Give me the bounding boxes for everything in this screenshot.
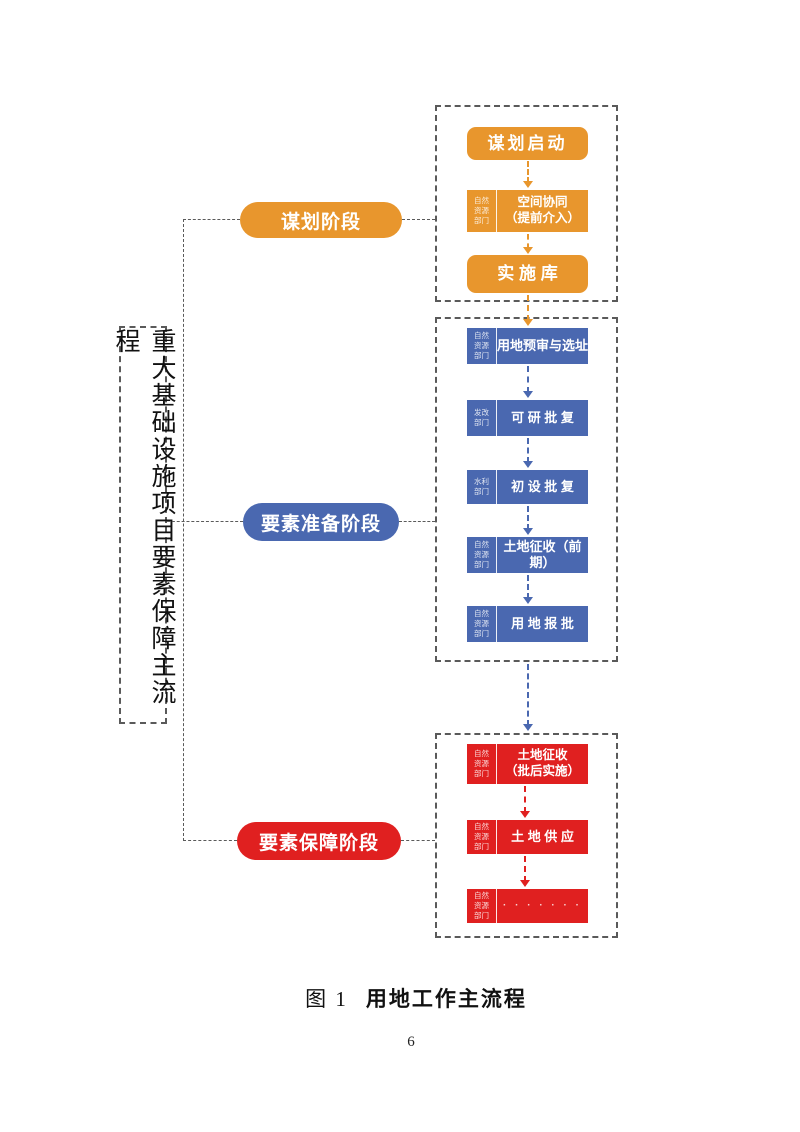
planning-stage-container: [435, 105, 618, 302]
connector-line: [402, 219, 435, 220]
dept-label: 自然 资源 部门: [467, 537, 497, 573]
dept-label: 水利 部门: [467, 470, 497, 504]
connector-line: [183, 219, 240, 220]
flow-node-label: 初 设 批 复: [511, 478, 574, 494]
flow-node-label: 用地预审与选址: [497, 337, 589, 353]
flow-node-label: · · · · · · ·: [503, 899, 582, 911]
dept-label: 自然 资源 部门: [467, 820, 497, 854]
flow-node-label: 谋划启动: [487, 133, 568, 153]
flow-node-label: 可 研 批 复: [511, 409, 574, 425]
flow-node-land-use-approval: 自然 资源 部门 用 地 报 批: [467, 606, 588, 642]
flow-node-label: 实 施 库: [497, 264, 558, 284]
down-arrow-icon: [523, 161, 533, 188]
flow-node-label: 土地征收 （批后实施）: [504, 748, 580, 778]
figure-label: 图 1: [305, 987, 348, 1011]
flow-node-label: 土地征收（前期）: [503, 538, 582, 570]
figure-caption: 图 1 用地工作主流程: [0, 983, 800, 1013]
flow-node-feasibility-approval: 发改 部门 可 研 批 复: [467, 400, 588, 436]
dept-label: 自然 资源 部门: [467, 328, 497, 364]
down-arrow-icon: [523, 234, 533, 254]
flow-node-land-acquisition-post: 自然 资源 部门 土地征收 （批后实施）: [467, 744, 588, 784]
diagram-side-title: 重大基础设施项目要素保障主流程: [112, 326, 175, 724]
stage-pill-planning: 谋划阶段: [240, 202, 402, 238]
flow-node-preliminary-review: 自然 资源 部门 用地预审与选址: [467, 328, 588, 364]
flow-node-land-acquisition-early: 自然 资源 部门 土地征收（前期）: [467, 537, 588, 573]
flow-node-land-supply: 自然 资源 部门 土 地 供 应: [467, 820, 588, 854]
guarantee-stage-container: [435, 733, 618, 938]
down-arrow-icon: [520, 786, 530, 818]
flow-node-planning-start: 谋划启动: [467, 127, 588, 160]
connector-vertical-line: [183, 219, 184, 841]
figure-title: 用地工作主流程: [365, 987, 527, 1011]
flow-node-label: 空间协同 （提前介入）: [504, 195, 580, 225]
dept-label: 自然 资源 部门: [467, 190, 497, 232]
connector-line: [167, 521, 243, 522]
dept-label: 自然 资源 部门: [467, 889, 497, 923]
flow-node-initial-design-approval: 水利 部门 初 设 批 复: [467, 470, 588, 504]
down-arrow-icon: [523, 506, 533, 535]
page-number: 6: [407, 1034, 415, 1050]
down-arrow-icon: [523, 366, 533, 398]
flow-node-implementation-library: 实 施 库: [467, 255, 588, 293]
stage-pill-guarantee: 要素保障阶段: [237, 822, 401, 860]
flow-node-label: 用 地 报 批: [511, 615, 574, 631]
down-arrow-icon: [523, 438, 533, 468]
flow-node-spatial-coordination: 自然 资源 部门 空间协同 （提前介入）: [467, 190, 588, 232]
stage-pill-preparation: 要素准备阶段: [243, 503, 399, 541]
connector-line: [183, 840, 237, 841]
preparation-stage-container: [435, 317, 618, 662]
down-arrow-icon: [523, 295, 533, 326]
connector-line: [401, 840, 435, 841]
dept-label: 自然 资源 部门: [467, 606, 497, 642]
dept-label: 自然 资源 部门: [467, 744, 497, 784]
down-arrow-icon: [520, 856, 530, 887]
flow-node-label: 土 地 供 应: [511, 828, 574, 844]
flow-node-ellipsis: 自然 资源 部门 · · · · · · ·: [467, 889, 588, 923]
connector-line: [399, 521, 435, 522]
down-arrow-icon: [523, 575, 533, 604]
down-arrow-icon: [523, 664, 533, 731]
dept-label: 发改 部门: [467, 400, 497, 436]
